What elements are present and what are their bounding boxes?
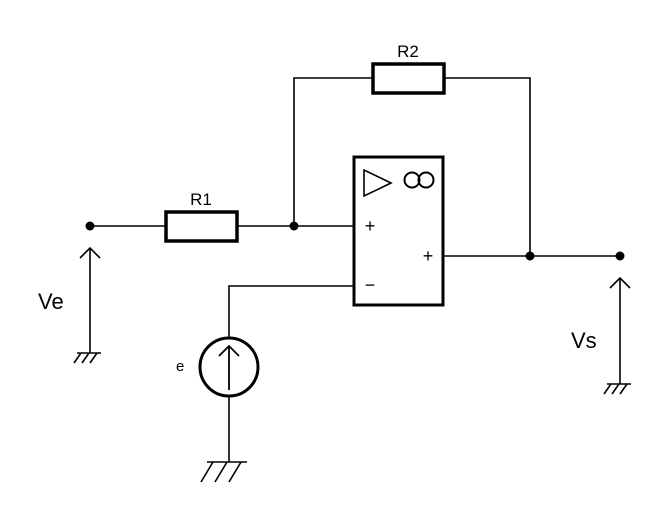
resistor-r2 xyxy=(371,62,446,95)
infinity-icon xyxy=(403,171,435,189)
input-voltage-arrow xyxy=(79,246,101,353)
opamp-plus-input-sign: + xyxy=(365,216,376,236)
input-ground-icon xyxy=(73,352,101,364)
voltage-source xyxy=(198,336,260,398)
resistor-r2-label: R2 xyxy=(397,42,419,61)
resistor-r1 xyxy=(164,210,239,243)
opamp-body xyxy=(352,155,445,307)
output-terminal-dot xyxy=(615,251,625,261)
voltage-source-label: e xyxy=(176,358,184,375)
feedback-junction-dot xyxy=(289,221,299,231)
input-voltage-label: Ve xyxy=(38,289,64,314)
source-ground-icon xyxy=(200,461,247,483)
output-junction-dot xyxy=(525,251,535,261)
resistor-r1-label: R1 xyxy=(190,190,212,209)
wire-feedback-left xyxy=(293,77,373,226)
wire-feedback-right xyxy=(444,77,531,256)
output-ground-icon xyxy=(603,383,631,395)
output-voltage-label: Vs xyxy=(571,328,597,353)
opamp-triangle-icon xyxy=(363,168,393,198)
opamp: + − + xyxy=(352,155,445,307)
wire-minus-to-source xyxy=(228,285,354,338)
opamp-minus-input-sign: − xyxy=(365,275,376,295)
output-voltage-arrow xyxy=(609,276,631,384)
input-terminal-dot xyxy=(85,221,95,231)
opamp-output-sign: + xyxy=(423,246,434,266)
